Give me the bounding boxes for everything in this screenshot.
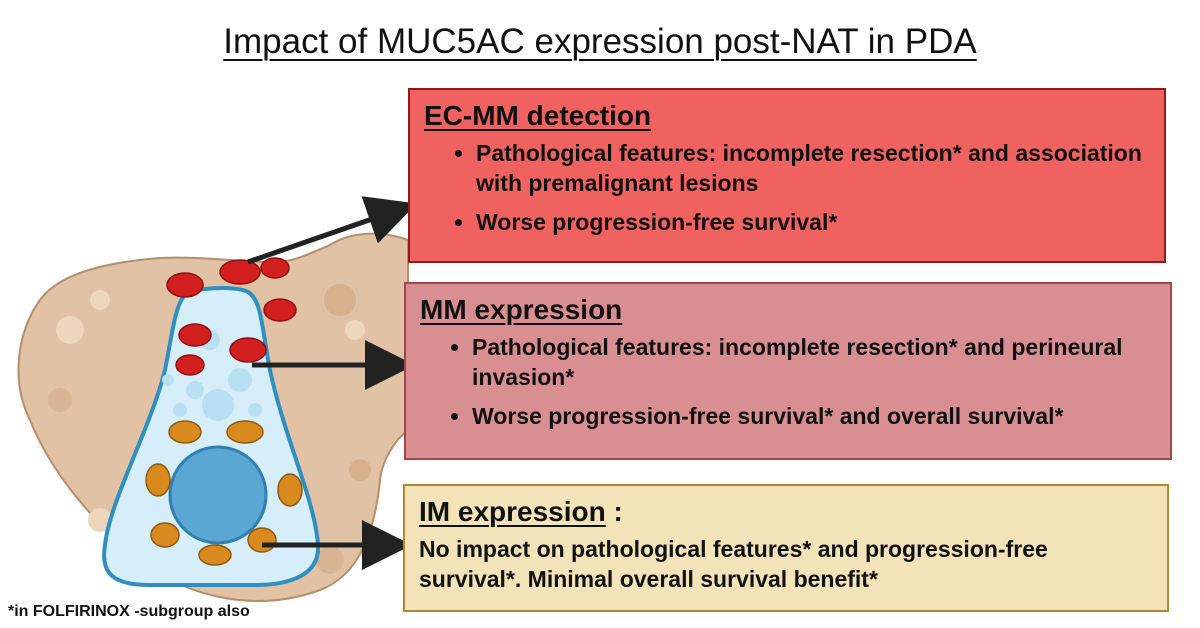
box-text: No impact on pathological features* and … bbox=[419, 536, 1048, 592]
list-item: Worse progression-free survival* and ove… bbox=[472, 401, 1156, 431]
box-heading: IM expression : bbox=[419, 496, 623, 527]
arrow-to-ecmm bbox=[247, 196, 417, 265]
ecmm-detection-box: EC-MM detection Pathological features: i… bbox=[408, 88, 1166, 263]
box-heading: MM expression bbox=[420, 294, 623, 325]
list-item: Worse progression-free survival* bbox=[476, 207, 1150, 237]
nucleus bbox=[168, 445, 268, 545]
list-item: Pathological features: incomplete resect… bbox=[476, 138, 1150, 198]
page-title: Impact of MUC5AC expression post-NAT in … bbox=[223, 22, 977, 61]
list-item: Pathological features: incomplete resect… bbox=[472, 332, 1156, 392]
red-mucin-clusters bbox=[166, 257, 297, 376]
im-expression-box: IM expression : No impact on pathologica… bbox=[403, 484, 1169, 612]
box-heading: EC-MM detection bbox=[424, 100, 652, 131]
orange-mucin-clusters bbox=[145, 420, 303, 566]
bullet-list: Pathological features: incomplete resect… bbox=[424, 138, 1150, 237]
bullet-list: Pathological features: incomplete resect… bbox=[420, 332, 1156, 431]
mm-expression-box: MM expression Pathological features: inc… bbox=[404, 282, 1172, 460]
footnote: *in FOLFIRINOX -subgroup also bbox=[8, 603, 250, 620]
